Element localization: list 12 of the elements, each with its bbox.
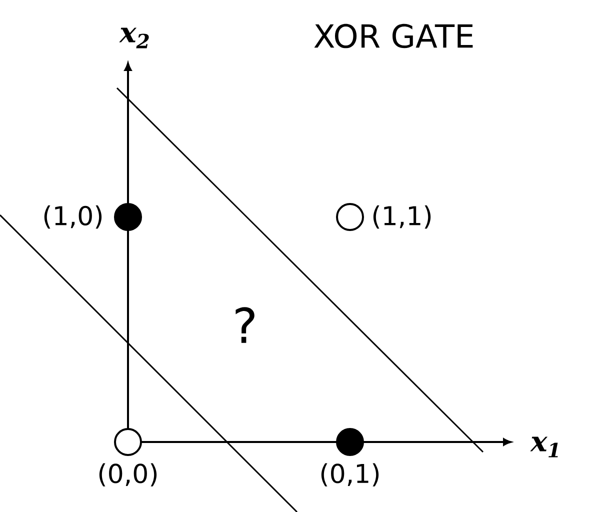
axis-label: x$_{2}$	[119, 28, 149, 48]
point-label: (0,0)	[99, 463, 157, 486]
axis-label: x$_{1}$	[530, 436, 558, 458]
point-label: (1,0)	[44, 205, 102, 229]
title: XOR GATE	[314, 24, 473, 48]
data-point	[114, 203, 142, 231]
data-point	[336, 203, 364, 231]
point-label: (0,1)	[321, 463, 379, 486]
data-point	[114, 428, 142, 456]
point-label: (1,1)	[373, 205, 431, 229]
question-mark: ?	[236, 307, 254, 343]
data-point	[336, 428, 364, 456]
